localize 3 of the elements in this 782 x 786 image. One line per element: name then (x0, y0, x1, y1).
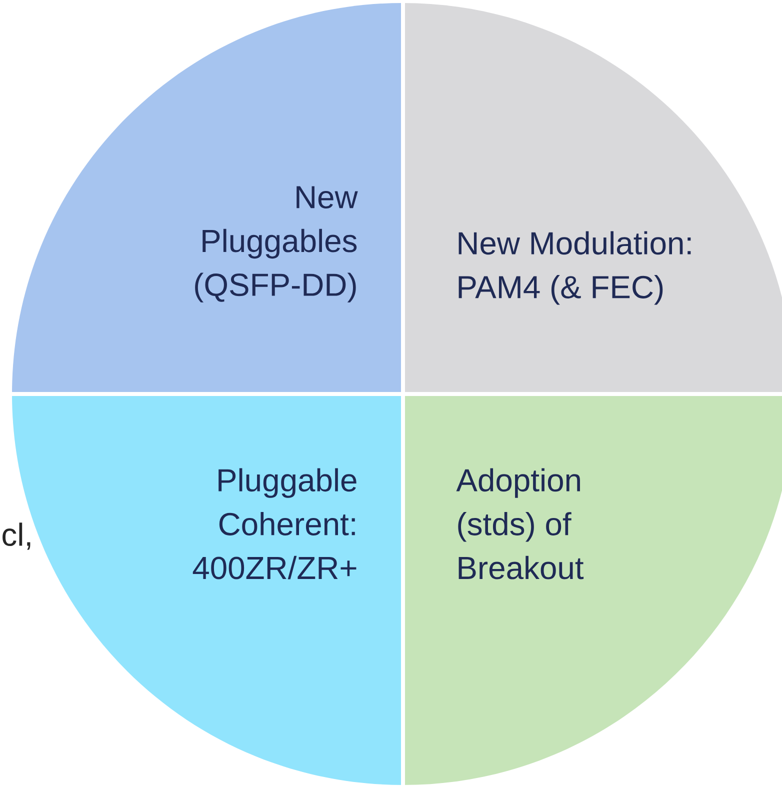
quadrant-sector: New Pluggables (QSFP-DD) (12, 3, 403, 394)
quadrant-sector: New Modulation: PAM4 (& FEC) (403, 3, 782, 394)
quadrant-sector: Adoption (stds) of Breakout (403, 394, 782, 785)
